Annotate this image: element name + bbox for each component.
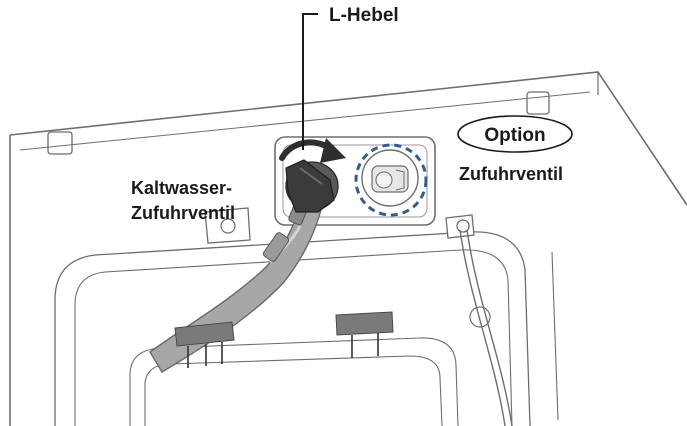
- bottom-pad-left: [174, 321, 235, 368]
- option-valve-connector: [361, 149, 419, 207]
- rotation-arrow: [279, 138, 346, 163]
- label-option-valve: Zufuhrventil: [459, 164, 563, 184]
- label-option: Option: [484, 125, 545, 146]
- option-badge: [457, 115, 573, 153]
- label-cold-valve-line1: Kaltwasser-: [131, 178, 232, 198]
- option-hose-fitting: [445, 214, 513, 426]
- machine-body: [9, 71, 687, 426]
- lever-leader-line: [302, 13, 318, 150]
- l-lever: [285, 159, 335, 213]
- bottom-pad-center: [335, 311, 394, 358]
- label-l-hebel: L-Hebel: [329, 5, 399, 26]
- label-cold-valve-line2: Zufuhrventil: [131, 203, 235, 223]
- option-valve-dashed-circle: [354, 143, 428, 217]
